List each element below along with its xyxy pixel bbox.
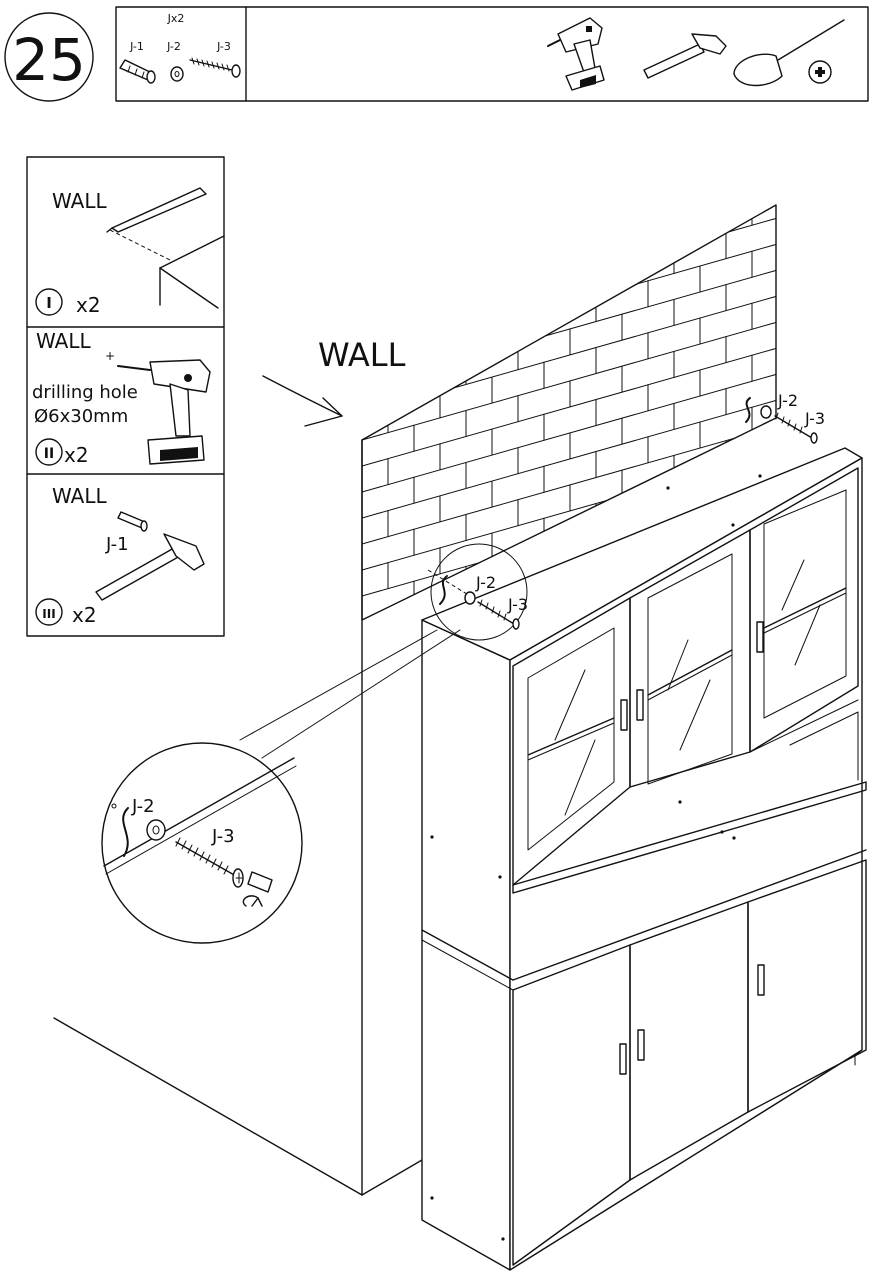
door-handle — [757, 964, 765, 996]
substep-2-numeral: II — [44, 446, 54, 462]
part-code-j1: J-1 — [129, 40, 144, 53]
substep-3-wall-label: WALL — [52, 484, 108, 508]
parts-tools-box: Jx2 J-1 J-2 J-3 — [115, 6, 869, 102]
brick-course — [362, 205, 776, 233]
upper-glass-doors — [512, 467, 859, 886]
substep-1: WALL I x2 — [35, 187, 225, 317]
fixing-top-right: J-2 J-3 — [745, 391, 825, 444]
substep-2-wall-label: WALL — [36, 329, 92, 353]
brick-course — [362, 205, 776, 207]
parts-quantity: Jx2 — [167, 12, 185, 25]
part-code-j3: J-3 — [216, 40, 231, 53]
washer-icon — [146, 819, 166, 841]
substep-2-count: x2 — [64, 443, 89, 467]
substep-2-note-line2: Ø6x30mm — [34, 406, 128, 427]
door-handle — [756, 621, 764, 653]
step-badge: 25 — [4, 12, 94, 102]
callout-j2-left: J-2 — [475, 573, 496, 592]
brick-course — [362, 320, 776, 441]
callout-j3-top: J-3 — [804, 409, 825, 428]
callout-j3-zoom: J-3 — [211, 826, 235, 847]
screw-icon — [774, 415, 813, 439]
rotate-arrow-icon — [242, 895, 259, 907]
wall-anchor-icon — [117, 511, 148, 532]
cordless-drill-icon — [547, 17, 605, 91]
phillips-screwdriver-icon — [733, 19, 845, 87]
substep-1-count: x2 — [76, 293, 101, 317]
svg-text:+: + — [105, 349, 115, 363]
substep-3-count: x2 — [72, 603, 97, 627]
brick-course — [362, 398, 776, 519]
wall-anchor-icon — [119, 59, 156, 84]
main-wall-label: WALL — [318, 336, 406, 374]
brick-course — [362, 424, 776, 545]
substep-2: WALL + drilling hole Ø6x30mm II x2 — [32, 329, 211, 467]
brick-course — [362, 205, 776, 259]
screw-icon — [477, 601, 515, 625]
brick-course — [362, 216, 776, 337]
brick-course — [362, 205, 776, 285]
callout-j2-zoom: J-2 — [131, 796, 155, 817]
brick-course — [362, 268, 776, 389]
substep-1-numeral: I — [46, 294, 52, 312]
screwdriver-tip-icon — [247, 871, 273, 893]
substep-2-note-line1: drilling hole — [32, 382, 138, 403]
callout-j2-top: J-2 — [777, 391, 798, 410]
pencil-icon — [106, 187, 207, 233]
fixing-left: J-2 J-3 — [427, 543, 528, 641]
hammer-icon — [95, 533, 205, 601]
door-handle — [637, 1029, 645, 1061]
substep-3-numeral: III — [42, 607, 55, 621]
substep-3-part-label: J-1 — [105, 534, 129, 555]
callout-j3-left: J-3 — [507, 595, 528, 614]
washer-icon — [170, 66, 184, 82]
part-code-j2: J-2 — [166, 40, 181, 53]
substep-3: WALL J-1 III x2 — [35, 484, 205, 627]
brick-course — [362, 242, 776, 363]
hammer-icon — [643, 33, 727, 79]
door-handle — [636, 689, 644, 721]
zoom-detail: J-2 J-3 — [101, 742, 303, 944]
arrow-icon — [262, 375, 343, 427]
washer-icon — [760, 405, 772, 419]
cabinet — [421, 447, 867, 1271]
step-number: 25 — [12, 26, 86, 94]
door-handle — [620, 699, 628, 731]
brick-course — [362, 294, 776, 415]
washer-icon — [464, 591, 476, 605]
lower-doors — [512, 859, 867, 1266]
substep-1-wall-label: WALL — [52, 189, 108, 213]
substep-panel: WALL I x2 WALL + dr — [26, 156, 225, 637]
cordless-drill-icon — [117, 359, 211, 465]
brick-course — [362, 372, 776, 493]
screw-icon — [189, 57, 241, 78]
brick-course — [362, 346, 776, 467]
brick-course — [362, 205, 776, 311]
door-handle — [619, 1043, 627, 1075]
